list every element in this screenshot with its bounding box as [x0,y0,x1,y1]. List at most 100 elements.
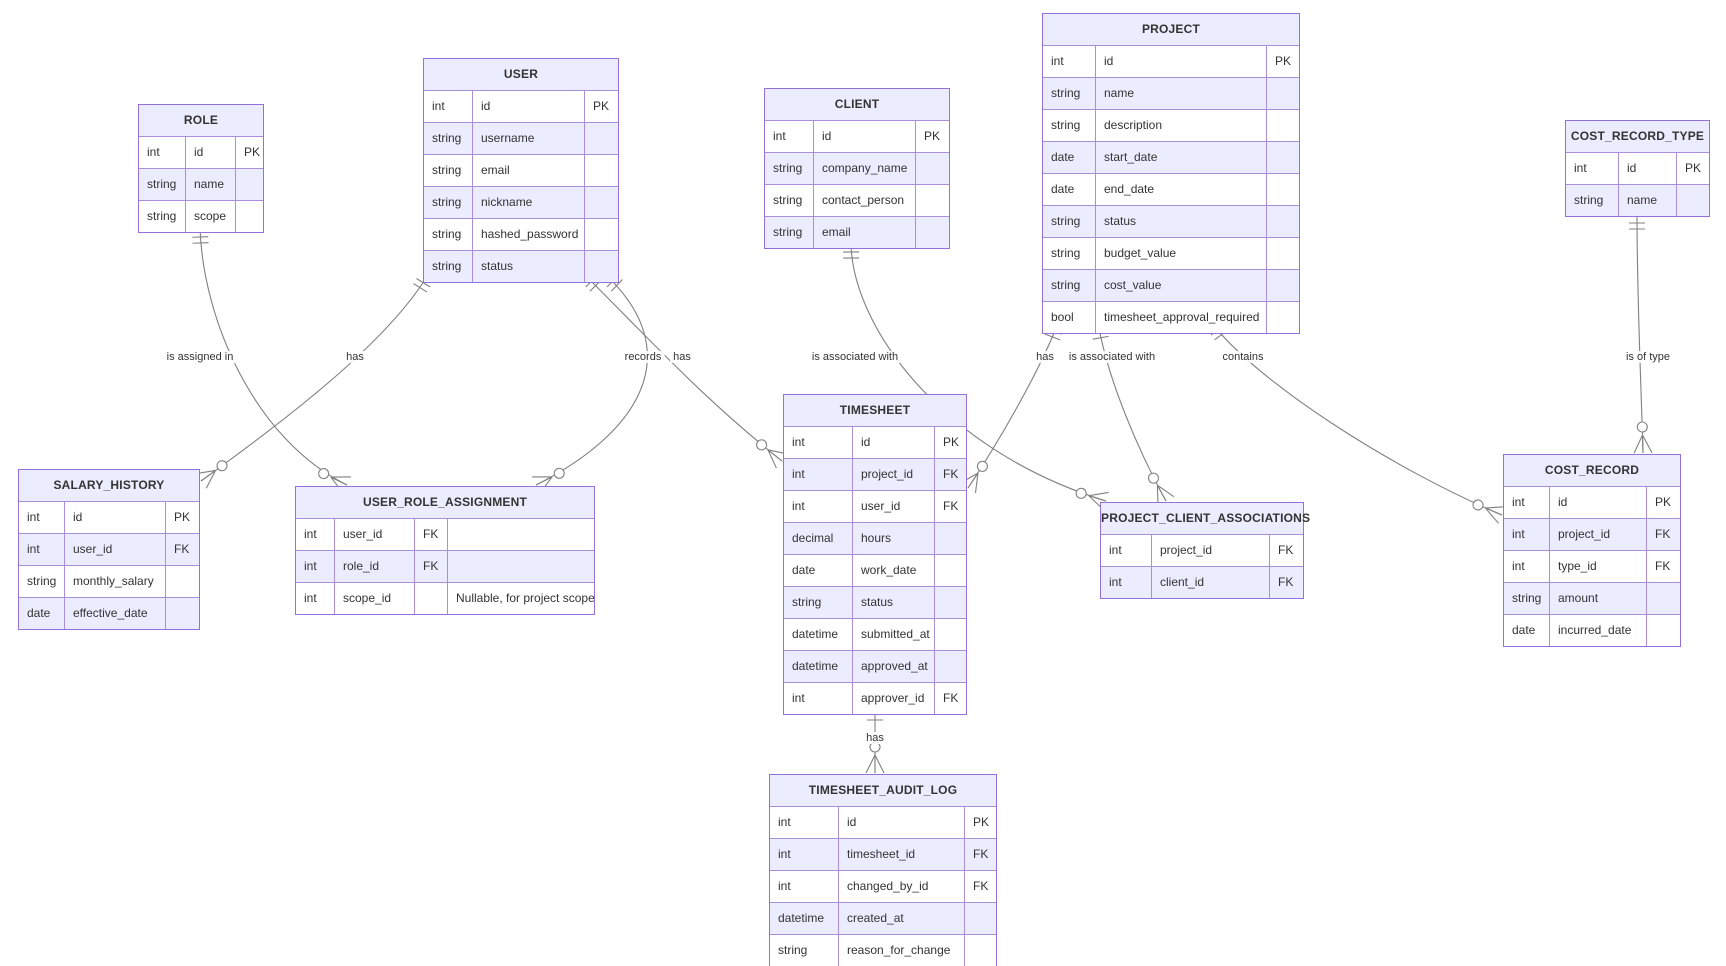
attr-type: int [778,879,791,893]
attr-type: int [27,542,40,556]
attr-key: FK [934,491,966,522]
attr-key [1646,583,1680,614]
attr-name: submitted_at [852,619,934,650]
attr-name: description [1095,110,1266,141]
attr-key [915,217,949,248]
attr-name: approver_id [852,683,934,714]
relationship-label-project-associated: is associated with [1065,351,1159,363]
attr-type: int [778,847,791,861]
attr-key [584,219,618,250]
attr-type: date [1051,150,1075,164]
attr-key: PK [934,427,966,458]
attr-type: int [1109,543,1122,557]
attr-name: effective_date [64,598,165,629]
attr-key [934,651,966,682]
attr-key [1266,270,1299,301]
attr-key: PK [1646,487,1680,518]
attr-key: FK [414,551,447,582]
rel-project-project_client_associations [1091,322,1175,506]
attr-key [1266,302,1299,333]
attr-name: incurred_date [1549,615,1646,646]
attr-key [1266,174,1299,205]
attr-type: int [792,467,805,481]
attribute-row: string monthly_salary [19,565,199,597]
attr-type: int [304,559,317,573]
attr-key: FK [1646,519,1680,550]
attr-name: cost_value [1095,270,1266,301]
attr-name: id [852,427,934,458]
attr-type: date [1512,623,1536,637]
attr-key: FK [964,871,996,902]
attr-key [1266,238,1299,269]
attr-name: hashed_password [472,219,584,250]
attr-key [235,169,263,200]
attr-type: int [792,499,805,513]
entity-title-timesheet: TIMESHEET [784,395,966,427]
attr-name: monthly_salary [64,566,165,597]
attr-type: int [778,815,791,829]
attr-key: FK [934,459,966,490]
attr-type: datetime [778,911,825,925]
attr-name: status [1095,206,1266,237]
attr-key [934,619,966,650]
attr-name: project_id [1549,519,1646,550]
attr-key [934,587,966,618]
attr-key: FK [1269,567,1303,598]
attr-name: project_id [1151,535,1269,566]
rel-project-cost_record [1210,322,1506,524]
attr-name: status [852,587,934,618]
attr-type: bool [1051,310,1074,324]
attr-key: PK [1676,153,1709,184]
attr-key: PK [964,807,996,838]
attr-type: string [147,209,177,223]
attr-type: string [432,227,462,241]
attr-key: FK [934,683,966,714]
entity-title-salary-history: SALARY_HISTORY [19,470,199,502]
attr-type: int [1051,54,1064,68]
attr-type: int [1512,559,1525,573]
attr-key [584,251,618,282]
attr-type: date [1051,182,1075,196]
attr-key: FK [1269,535,1303,566]
attr-type: string [1512,591,1542,605]
attr-key [964,903,996,934]
attr-type: string [773,193,803,207]
relationship-label-records: records [621,351,665,363]
attr-type: int [27,510,40,524]
relationship-label-project-has-timesheet: has [1033,351,1057,363]
attr-key [1676,185,1709,216]
attr-type: string [792,595,822,609]
relationship-label-timesheet-has-log: has [863,732,887,744]
attr-name: nickname [472,187,584,218]
attr-type: string [147,177,177,191]
attr-type: int [792,435,805,449]
relationship-label-is-of-type: is of type [1622,351,1674,363]
attr-type: string [27,574,57,588]
attr-name: amount [1549,583,1646,614]
